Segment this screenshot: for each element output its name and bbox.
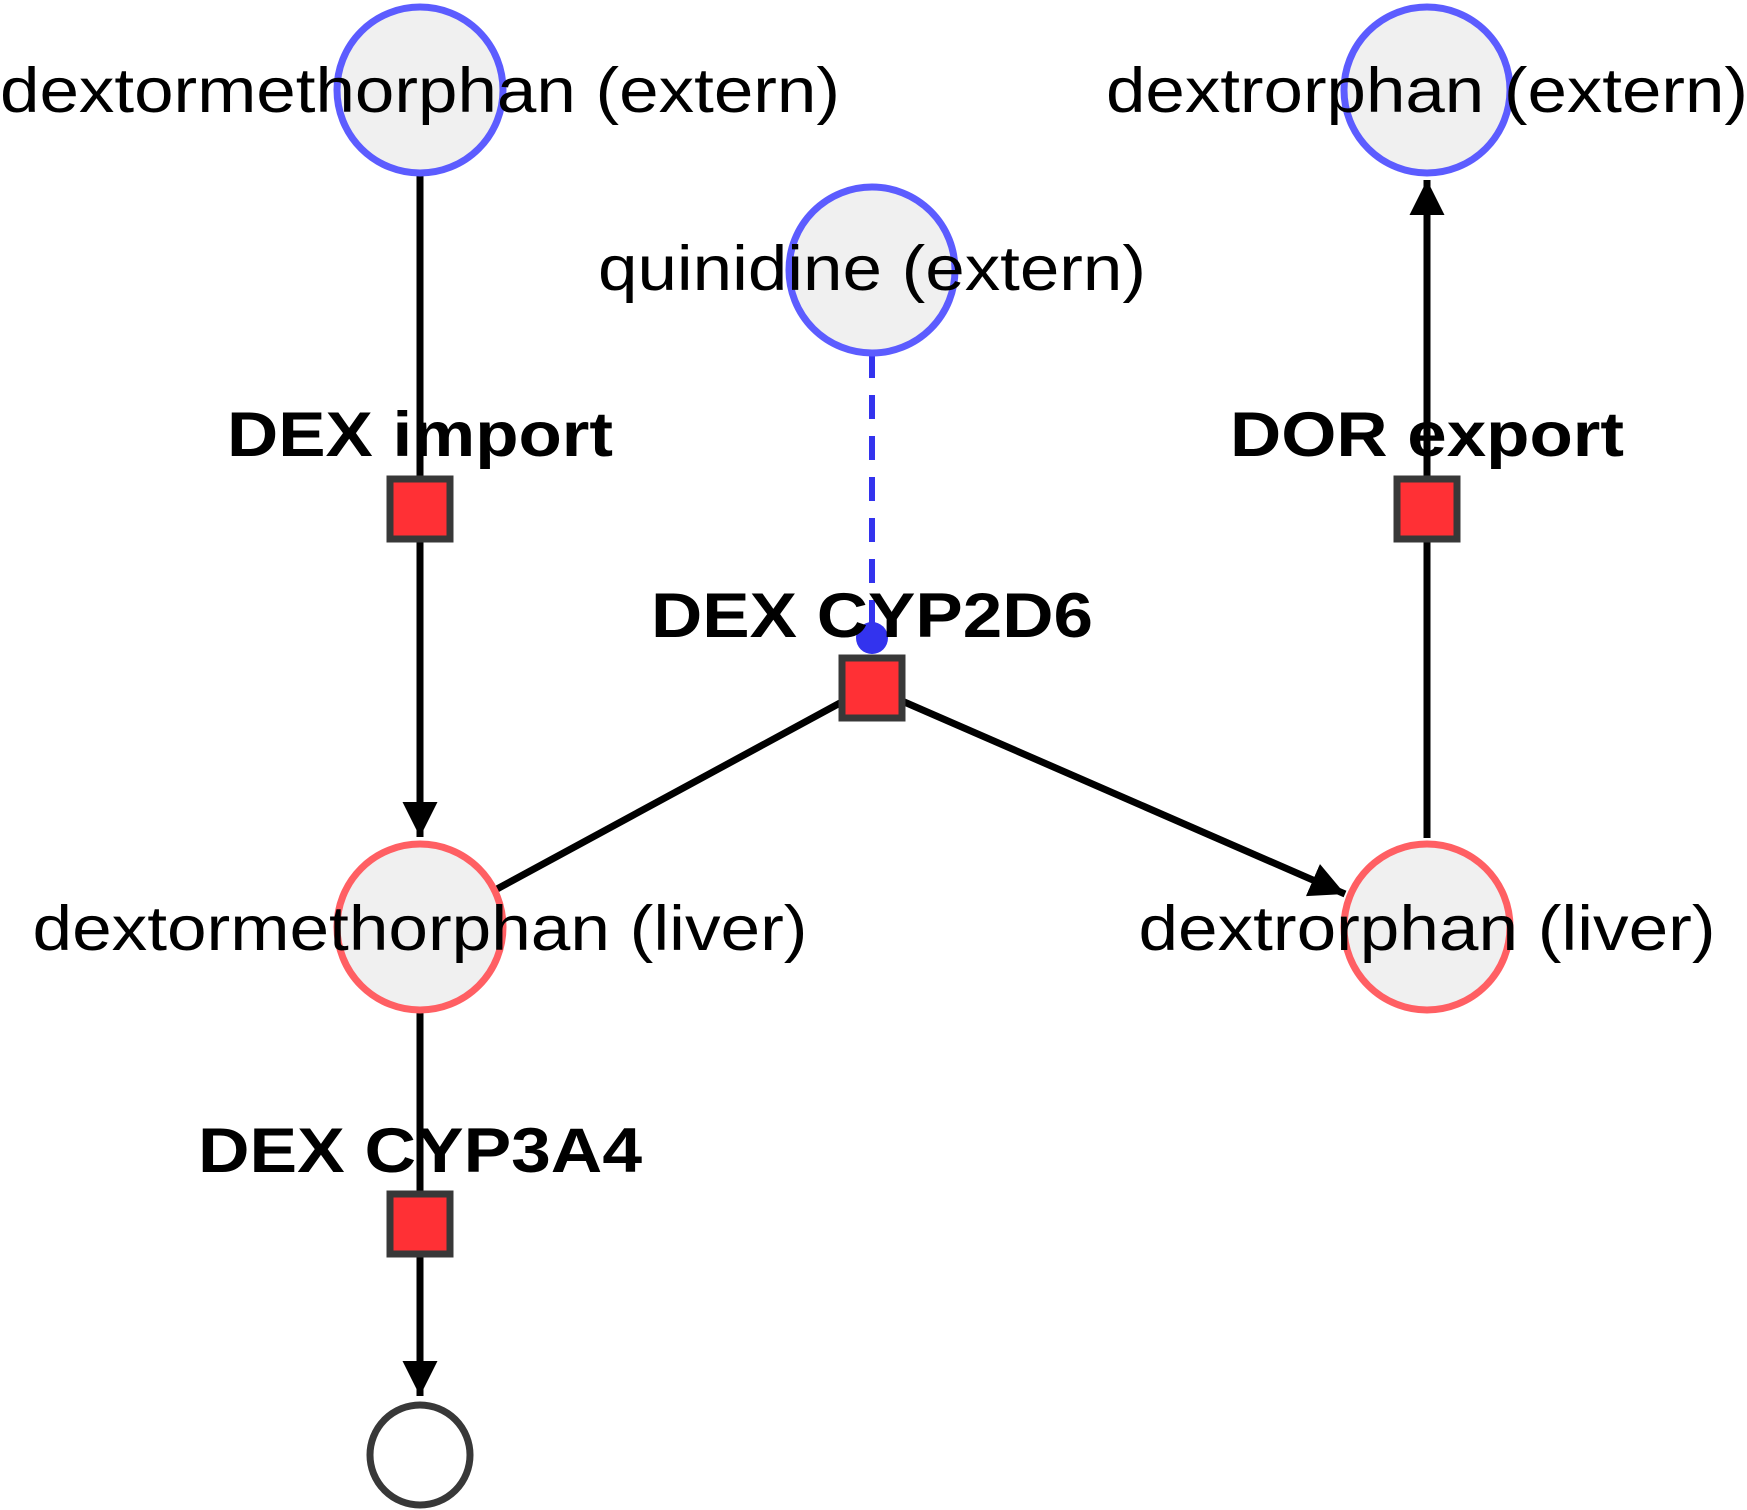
species-label-quinidine-extern: quinidine (extern) [598, 234, 1146, 304]
edge-dex-liver-to-dex-cyp2d6 [495, 699, 842, 893]
species-node-dextormethorphan-extern[interactable] [333, 3, 507, 177]
reaction-label-dex-import: DEX import [227, 400, 613, 470]
species-label-dextrorphan-liver: dextrorphan (liver) [1139, 894, 1716, 964]
reactions-layer [386, 475, 1461, 1258]
species-node-quinidine-extern[interactable] [785, 183, 959, 357]
species-label-dextormethorphan-extern: dextormethorphan (extern) [0, 56, 840, 126]
species-node-dextrorphan-liver[interactable] [1340, 840, 1514, 1014]
species-node-dextrorphan-extern[interactable] [1340, 3, 1514, 177]
reaction-node-dex-cyp2d6[interactable] [838, 654, 906, 722]
reaction-node-dor-export[interactable] [1393, 475, 1461, 543]
reaction-label-dex-cyp3a4: DEX CYP3A4 [198, 1116, 642, 1186]
labels-layer: dextormethorphan (extern) dextrorphan (e… [0, 56, 1747, 1186]
inhibitor-endpoint-dot [856, 622, 888, 654]
reaction-node-dex-import[interactable] [386, 475, 454, 543]
species-node-dextormethorphan-liver[interactable] [333, 840, 507, 1014]
species-label-dextrorphan-extern: dextrorphan (extern) [1106, 56, 1747, 126]
edge-dex-cyp2d6-to-dor-liver [900, 697, 1347, 898]
sink-node[interactable] [366, 1401, 474, 1509]
reaction-label-dex-cyp2d6: DEX CYP2D6 [651, 581, 1093, 651]
reaction-label-dor-export: DOR export [1230, 400, 1624, 470]
species-label-dextormethorphan-liver: dextormethorphan (liver) [33, 894, 808, 964]
reaction-node-dex-cyp3a4[interactable] [386, 1190, 454, 1258]
edges-layer [402, 176, 1445, 1396]
nodes-layer [333, 3, 1514, 1509]
